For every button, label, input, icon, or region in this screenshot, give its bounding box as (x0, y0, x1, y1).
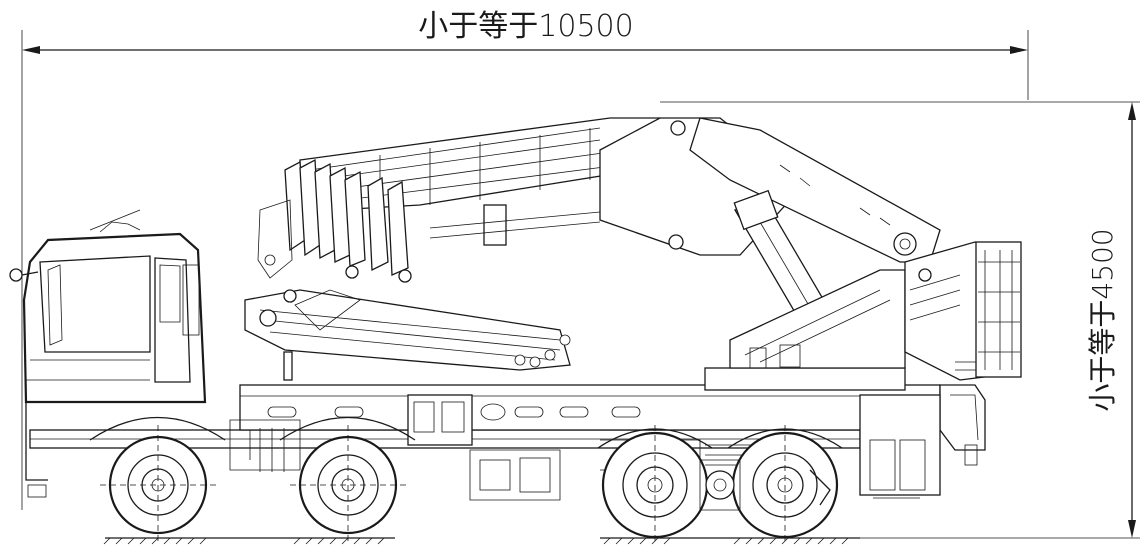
height-arrow-top (1128, 102, 1136, 120)
wheel-rear-1 (601, 425, 709, 545)
height-dimension-label: 小于等于4500 (1086, 228, 1119, 411)
rear-axle-link (699, 459, 831, 511)
wheel-front-1 (89, 416, 226, 545)
rear-fender-2 (727, 428, 843, 449)
crane-turret-base (704, 241, 1022, 499)
length-dimension-label: 小于等于10500 (418, 9, 633, 44)
folded-lower-boom (244, 289, 571, 381)
boom-head-plates (257, 158, 412, 283)
height-arrow-bottom (1128, 520, 1136, 538)
telescopic-boom (257, 117, 941, 363)
wheel-front-2 (279, 416, 416, 545)
length-arrow-right (1010, 46, 1028, 54)
length-dimension: 小于等于10500 (21, 9, 1029, 510)
length-arrow-left (22, 46, 40, 54)
rear-fender-1 (597, 428, 713, 449)
wheel-rear-2 (731, 425, 839, 545)
height-dimension: 小于等于4500 (660, 101, 1140, 539)
truck-cab (9, 209, 207, 498)
ground-lines (103, 537, 860, 545)
